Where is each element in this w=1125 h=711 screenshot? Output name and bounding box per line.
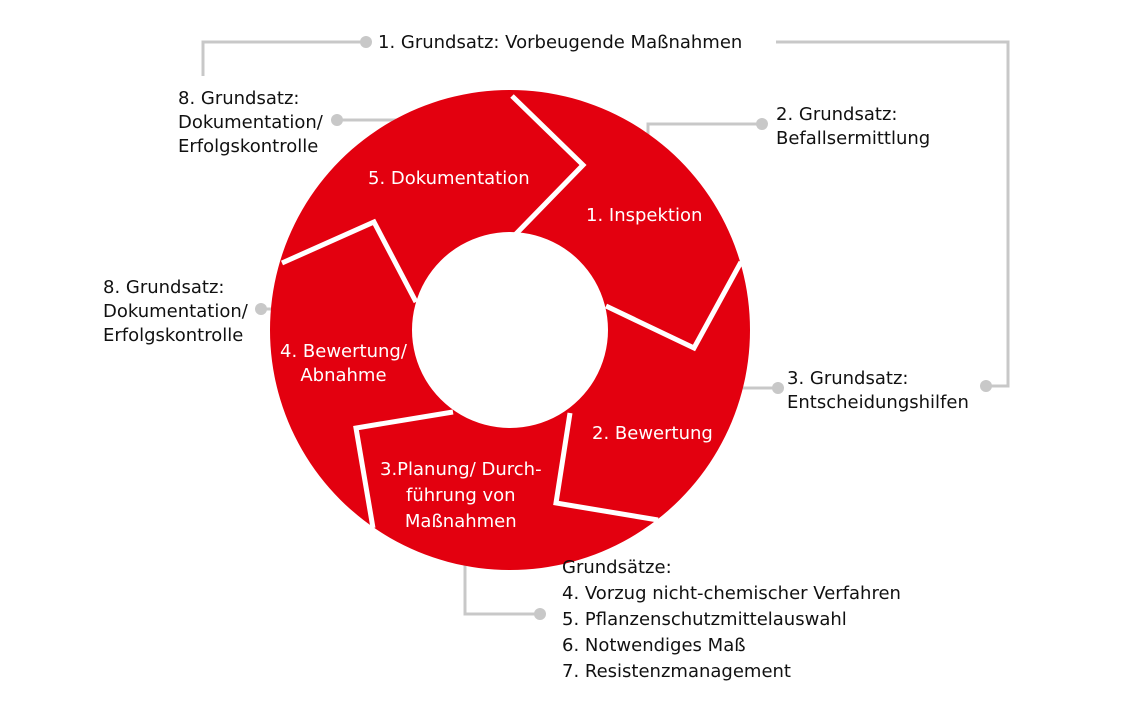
segment-label-line: 4. Bewertung/ [280, 341, 407, 362]
connector-dot [772, 382, 784, 394]
connector-principle-1-right [776, 40, 1010, 388]
connector-dot [360, 36, 372, 48]
segment-label-line: 2. Bewertung [592, 423, 713, 444]
connector-dot [255, 303, 267, 315]
principle-line: Erfolgskontrolle [103, 325, 244, 346]
principle-2-label: 2. Grundsatz: Befallsermittlung [776, 103, 930, 151]
principle-line: Erfolgskontrolle [178, 136, 319, 157]
principle-8-left-label: 8. Grundsatz: Dokumentation/ Erfolgskont… [103, 276, 248, 348]
segment-label-line: 3.Planung/ Durch- [380, 459, 542, 480]
segment-divider [280, 218, 419, 304]
principle-1-label: 1. Grundsatz: Vorbeugende Maßnahmen [378, 31, 742, 55]
principle-line: 5. Pflanzenschutzmittelauswahl [562, 609, 847, 630]
segment-label-planung: 3.Planung/ Durch- führung von Maßnahmen [380, 457, 542, 535]
principle-line: 1. Grundsatz: Vorbeugende Maßnahmen [378, 32, 743, 53]
segment-label-line: 1. Inspektion [586, 205, 703, 226]
principle-line: Dokumentation/ [103, 301, 248, 322]
principle-8-top-label: 8. Grundsatz: Dokumentation/ Erfolgskont… [178, 87, 323, 159]
principle-line: 8. Grundsatz: [178, 88, 300, 109]
segment-label-dokumentation: 5. Dokumentation [368, 168, 530, 190]
principle-line: 2. Grundsatz: [776, 104, 898, 125]
principle-line: Grundsätze: [562, 557, 672, 578]
segment-label-line: 5. Dokumentation [368, 168, 530, 189]
segment-label-inspektion: 1. Inspektion [586, 205, 702, 227]
principles-4-7-label: Grundsätze: 4. Vorzug nicht-chemischer V… [562, 555, 901, 685]
segment-divider [604, 260, 744, 352]
principle-line: 7. Resistenzmanagement [562, 661, 791, 682]
segment-dividers [280, 94, 744, 529]
principle-3-label: 3. Grundsatz: Entscheidungshilfen [787, 367, 969, 415]
segment-label-bewertung-abnahme: 4. Bewertung/ Abnahme [280, 340, 407, 388]
connector-dot [331, 114, 343, 126]
principle-line: 6. Notwendiges Maß [562, 635, 746, 656]
connector-principle-1-left [201, 40, 366, 76]
segment-divider [510, 94, 587, 240]
connector-dot [980, 380, 992, 392]
segment-divider [553, 412, 659, 523]
principle-line: 4. Vorzug nicht-chemischer Verfahren [562, 583, 901, 604]
principle-line: Entscheidungshilfen [787, 392, 969, 413]
principle-line: Befallsermittlung [776, 128, 931, 149]
segment-label-bewertung: 2. Bewertung [592, 423, 713, 445]
segment-label-line: Maßnahmen [404, 511, 517, 532]
connector-dot [756, 118, 768, 130]
segment-divider [353, 409, 454, 529]
principle-line: 3. Grundsatz: [787, 368, 909, 389]
cycle-ring [270, 89, 750, 570]
connector-dot [534, 608, 546, 620]
principle-line: 8. Grundsatz: [103, 277, 225, 298]
principle-line: Dokumentation/ [178, 112, 323, 133]
segment-label-line: Abnahme [300, 365, 387, 386]
segment-label-line: führung von [405, 485, 516, 506]
